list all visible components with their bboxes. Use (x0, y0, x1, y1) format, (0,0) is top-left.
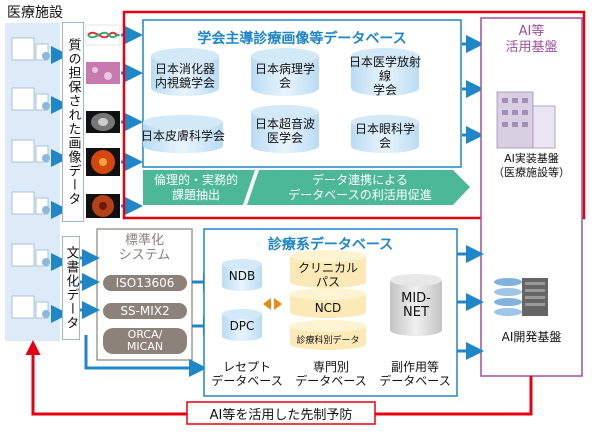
society-ultrasound: 日本超音波 医学会 (254, 117, 315, 145)
banner-right-shape (247, 170, 470, 205)
specialty-cylinders (290, 250, 366, 350)
receipt-db-label: レセプト データベース (211, 360, 283, 388)
banner-data-linkage: データ連携による データベースの利活用促進 (288, 172, 432, 202)
bidirectional-arrow-icon (263, 298, 282, 310)
ai-platform-title: AI等 活用基盤 (505, 24, 558, 55)
doc-to-clinical-arrow (84, 335, 207, 377)
society-ophthalmology: 日本眼科学会 (354, 122, 415, 150)
ndb-label: NDB (228, 269, 256, 283)
society-cylinders (143, 48, 419, 153)
documented-data-label: 文書化データ (62, 236, 80, 340)
person-icon (42, 52, 50, 318)
doc-arrows (78, 249, 100, 319)
academic-db-title: 学会主導診療画像等データベース (197, 31, 407, 47)
clinical-db-title: 診療系データベース (267, 237, 394, 253)
banner-ethics-issues: 倫理的・実務的 課題抽出 (153, 172, 238, 202)
standard-orca-mican: ORCA/ MICAN (126, 328, 164, 353)
clinical-to-ai-arrows (457, 245, 484, 360)
facility-column-bg (5, 23, 60, 341)
academic-to-ai-arrows (462, 35, 484, 144)
society-dermatology: 日本皮膚科学会 (141, 129, 226, 143)
medical-facility-title: 医療施設 (7, 5, 63, 21)
ndb-dpc-cylinders (222, 259, 262, 341)
ncd-label: NCD (314, 301, 342, 315)
standards-title: 標準化 システム (118, 233, 171, 263)
red-frame (122, 10, 586, 220)
specialty-db-label: 専門別 データベース (295, 360, 367, 388)
medical-image-thumbnails (85, 24, 121, 218)
society-pathology: 日本病理学会 (254, 62, 315, 90)
adverse-effects-db-label: 副作用等 データベース (379, 360, 451, 388)
ai-development-label: AI開発基盤 (501, 330, 562, 344)
dpc-label: DPC (229, 319, 255, 333)
mid-net-cylinder (390, 280, 442, 336)
feedback-label: AI等を活用した先制予防 (209, 407, 353, 423)
clinical-path-label: クリニカル パス (297, 261, 358, 289)
specialty-data-label: 診療科別データ (296, 335, 360, 346)
feedback-label-box (186, 401, 376, 425)
standard-pills (103, 275, 187, 354)
society-gastro-endoscopy: 日本消化器 内視鏡学会 (154, 62, 215, 90)
standard-iso13606: ISO13606 (115, 276, 175, 290)
ai-platform-box (480, 17, 583, 377)
ai-implementation-label: AI実装基盤 （医療施設等） (493, 152, 570, 179)
society-radiology: 日本医学放射線 学会 (348, 55, 421, 97)
server-stack-icon (494, 278, 548, 316)
standard-ss-mix2: SS-MIX2 (120, 304, 170, 318)
quality-image-data-label: 質の担保された画像データ (62, 22, 84, 222)
banner-left-shape (143, 170, 255, 205)
mid-net-label: MID- NET (401, 291, 431, 320)
